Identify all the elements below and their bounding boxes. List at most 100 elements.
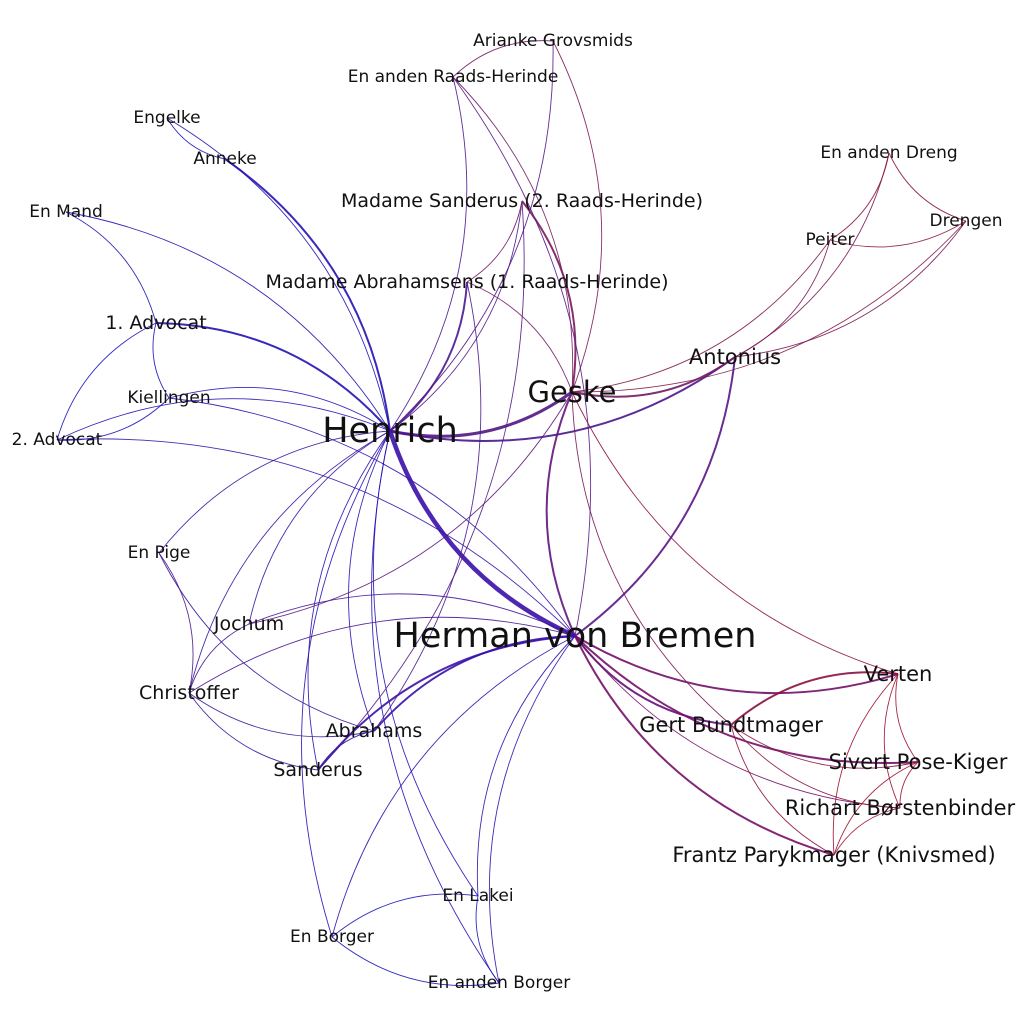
edge-herman-sanderus bbox=[317, 635, 576, 771]
edge-geske-arianke bbox=[552, 40, 603, 393]
node-label-dreng2: En anden Dreng bbox=[820, 143, 957, 163]
edge-layer bbox=[56, 40, 967, 986]
edge-herman-verten bbox=[574, 635, 899, 695]
edge-henrich-christoffer bbox=[188, 430, 391, 694]
edge-abrahams-abrahamsens bbox=[373, 281, 482, 732]
edge-henrich-arianke bbox=[389, 40, 554, 432]
edge-geske-raadsherinde2 bbox=[452, 76, 574, 393]
edge-antonius-peiter bbox=[734, 239, 831, 358]
edge-geske-gert bbox=[571, 391, 732, 726]
edge-henrich-advocat1 bbox=[155, 322, 391, 432]
edge-sanderus-sanderus_madame bbox=[317, 200, 525, 771]
node-label-christoffer: Christoffer bbox=[139, 682, 239, 704]
node-label-arianke: Arianke Grovsmids bbox=[473, 31, 633, 51]
edge-herman-jochum bbox=[248, 593, 576, 637]
node-label-drengen: Drengen bbox=[930, 211, 1003, 231]
edge-henrich-abrahams bbox=[348, 430, 391, 732]
edge-geske-herman bbox=[545, 391, 576, 637]
edge-gert-frantz bbox=[730, 724, 835, 856]
edge-herman-frantz bbox=[574, 635, 835, 856]
node-label-layer: Arianke Grovsmids En anden Raads-HerindeE… bbox=[12, 31, 1016, 993]
node-label-frantz: Frantz Parykmager (Knivsmed) bbox=[672, 843, 995, 867]
edge-enlakei-andenborger bbox=[475, 895, 500, 984]
edge-herman-richart bbox=[574, 635, 901, 809]
edge-herman-sivert bbox=[574, 635, 919, 764]
edge-herman-antonius bbox=[574, 356, 736, 637]
node-label-henrich: Henrich bbox=[322, 411, 458, 451]
edge-verten-gert bbox=[730, 671, 899, 726]
edge-herman-kiellingen bbox=[168, 397, 576, 637]
node-label-raadsherinde2: En anden Raads-Herinde bbox=[348, 67, 559, 87]
edge-advocat2-kiellingen bbox=[56, 397, 170, 441]
edge-engelke-anneke bbox=[166, 117, 226, 160]
edge-enborger-andenborger bbox=[331, 936, 500, 986]
edge-henrich-enmand bbox=[65, 211, 391, 432]
edge-herman-enlakei bbox=[476, 635, 576, 897]
node-label-advocat2: 2. Advocat bbox=[12, 430, 103, 450]
edge-henrich-enpige bbox=[158, 430, 391, 554]
edge-sivert-frantz bbox=[833, 761, 919, 856]
edge-arianke-raadsherinde2 bbox=[452, 40, 554, 78]
node-label-sanderus_madame: Madame Sanderus (2. Raads-Herinde) bbox=[341, 190, 703, 212]
edge-henrich-enborger bbox=[301, 430, 391, 938]
edge-advocat1-advocat2 bbox=[56, 322, 157, 441]
edge-verten-frantz bbox=[832, 673, 899, 856]
node-label-herman: Herman von Bremen bbox=[394, 616, 757, 656]
edge-henrich-abrahamsens bbox=[389, 281, 468, 432]
edge-henrich-anneke bbox=[224, 158, 391, 432]
edge-herman-raadsherinde2 bbox=[452, 76, 592, 637]
edge-antonius-drengen bbox=[734, 220, 967, 358]
edge-advocat1-enmand bbox=[65, 211, 157, 324]
edge-geske-sanderus_madame bbox=[521, 200, 577, 393]
edge-verten-richart bbox=[883, 673, 901, 809]
edge-christoffer-enpige bbox=[158, 552, 194, 694]
edge-herman-advocat2 bbox=[56, 438, 576, 637]
node-label-abrahamsens: Madame Abrahamsens (1. Raads-Herinde) bbox=[266, 271, 669, 293]
node-label-gert: Gert Bundtmager bbox=[639, 713, 823, 737]
edge-richart-frantz bbox=[833, 807, 901, 856]
node-label-verten: Verten bbox=[864, 662, 933, 686]
node-label-andenborger: En anden Borger bbox=[428, 973, 571, 993]
edge-geske-peiter bbox=[571, 239, 831, 393]
edge-henrich-antonius bbox=[389, 356, 736, 442]
edge-henrich-raadsherinde2 bbox=[389, 76, 468, 432]
edge-herman-enborger bbox=[331, 635, 576, 938]
node-label-enpige: En Pige bbox=[128, 543, 191, 563]
node-label-enmand: En Mand bbox=[29, 202, 103, 222]
edge-jochum-christoffer bbox=[188, 623, 250, 694]
edge-enpige-abrahams bbox=[158, 552, 375, 732]
edge-abrahamsens-sanderus_madame bbox=[466, 200, 523, 283]
edge-henrich-advocat2 bbox=[56, 398, 391, 441]
edge-gert-richart bbox=[730, 724, 901, 809]
node-label-anneke: Anneke bbox=[193, 149, 256, 169]
node-label-antonius: Antonius bbox=[689, 345, 781, 369]
edge-advocat1-kiellingen bbox=[152, 322, 170, 399]
edge-herman-andenborger bbox=[488, 635, 576, 984]
node-label-sanderus: Sanderus bbox=[273, 759, 362, 781]
edge-christoffer-sanderus bbox=[188, 692, 319, 771]
edge-henrich-engelke bbox=[166, 117, 391, 432]
edge-sivert-richart bbox=[899, 761, 919, 809]
edge-jochum-geske bbox=[248, 391, 573, 625]
edge-enlakei-enborger bbox=[331, 893, 479, 938]
edge-henrich-jochum bbox=[248, 430, 391, 625]
node-label-richart: Richart Børstenbinder bbox=[785, 796, 1016, 820]
edge-dreng2-drengen bbox=[888, 152, 967, 222]
edge-gert-sivert bbox=[730, 724, 919, 769]
edge-geske-antonius bbox=[571, 356, 736, 398]
node-label-engelke: Engelke bbox=[133, 108, 200, 128]
edge-antonius-dreng2 bbox=[734, 152, 890, 358]
node-label-abrahams: Abrahams bbox=[326, 720, 423, 742]
edge-henrich-enlakei bbox=[373, 430, 479, 897]
edge-henrich-kiellingen bbox=[168, 386, 391, 432]
edge-geske-abrahamsens bbox=[466, 281, 573, 393]
node-label-peiter: Peiter bbox=[806, 230, 855, 250]
edge-henrich-herman bbox=[387, 430, 576, 639]
edge-geske-drengen bbox=[571, 220, 967, 393]
node-label-enlakei: En Lakei bbox=[442, 886, 513, 906]
edge-verten-sivert bbox=[895, 673, 919, 763]
edge-peiter-drengen bbox=[829, 220, 967, 248]
node-label-advocat1: 1. Advocat bbox=[105, 312, 206, 334]
node-label-sivert: Sivert Pose-Kiger bbox=[829, 750, 1008, 774]
